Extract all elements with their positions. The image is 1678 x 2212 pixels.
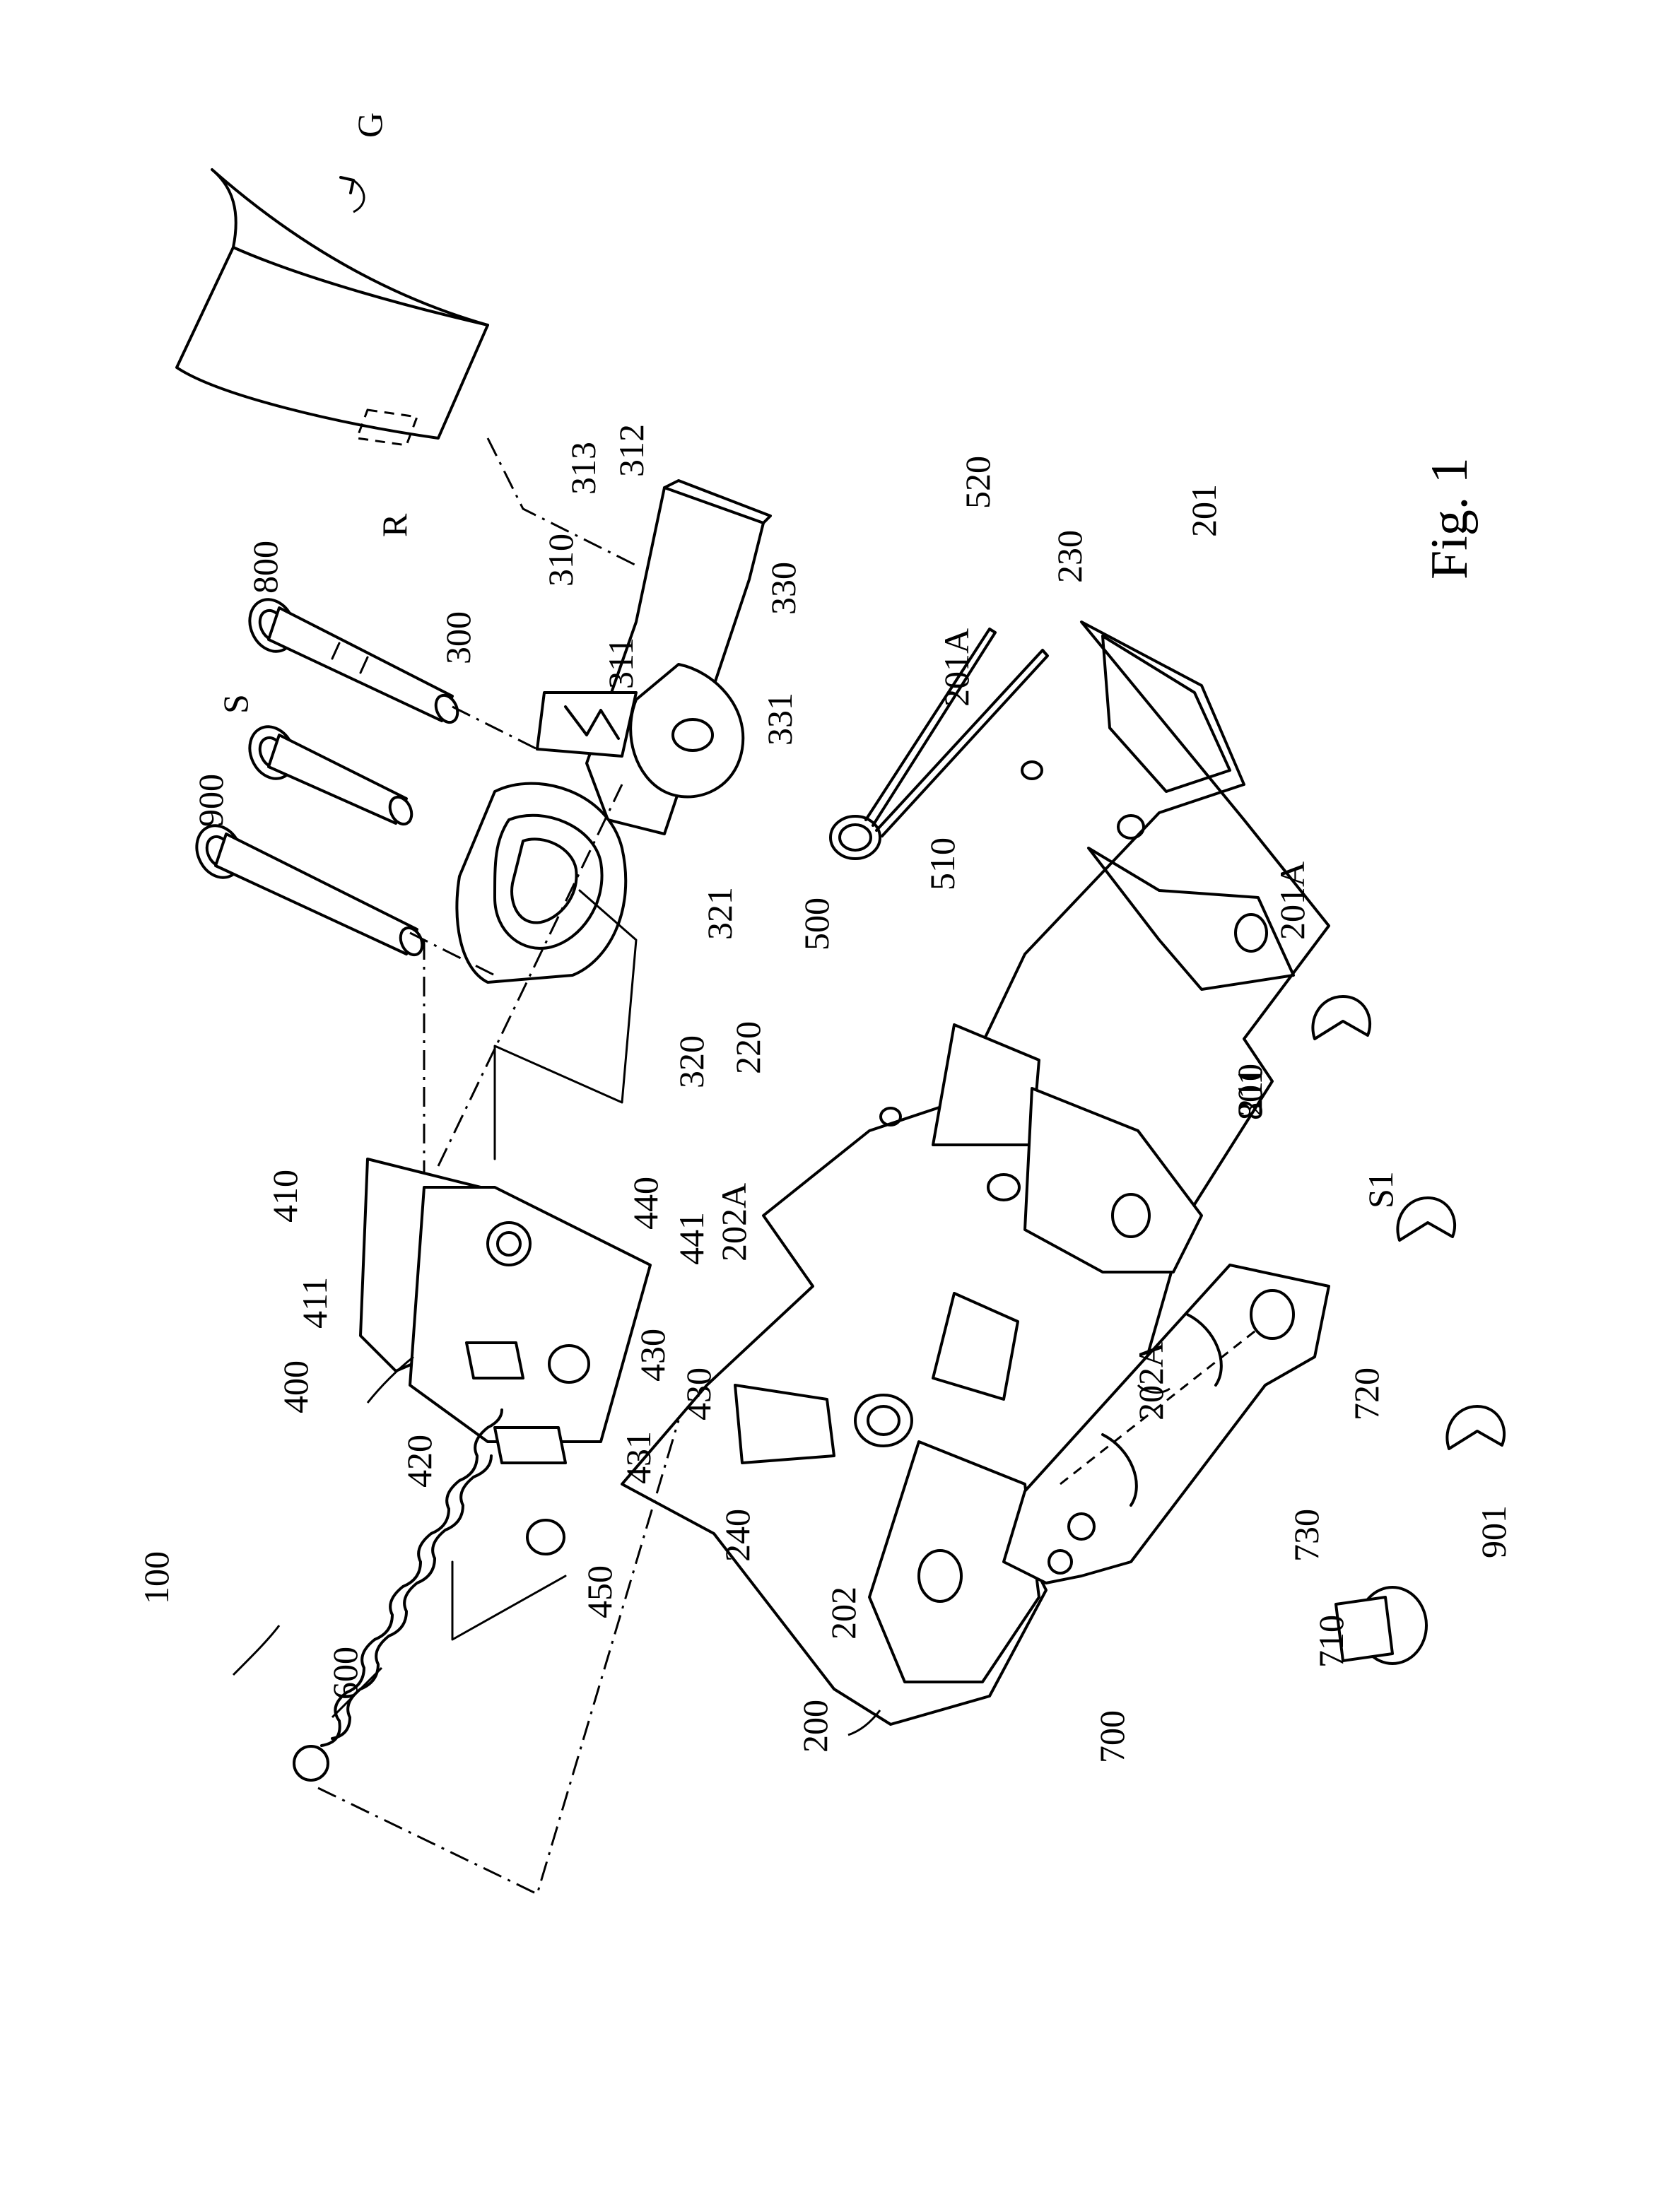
label-100: 100 — [136, 1551, 176, 1604]
label-410: 410 — [265, 1170, 305, 1223]
label-710: 710 — [1311, 1615, 1351, 1668]
label-r: R — [375, 513, 414, 537]
pin-900 — [189, 818, 426, 958]
label-s1: S1 — [1361, 1171, 1400, 1208]
label-230: 230 — [1050, 530, 1089, 583]
label-320: 320 — [671, 1035, 711, 1088]
clip-801 — [1313, 996, 1370, 1039]
label-240: 240 — [717, 1509, 757, 1562]
label-520: 520 — [958, 456, 997, 509]
label-901: 901 — [1474, 1505, 1513, 1558]
label-400: 400 — [276, 1360, 315, 1413]
label-220: 220 — [728, 1021, 768, 1074]
figure-caption: Fig. 1 — [1421, 457, 1479, 580]
clip-901 — [1447, 1406, 1504, 1449]
label-420: 420 — [399, 1435, 439, 1488]
label-312: 312 — [611, 424, 651, 477]
clip-s1 — [1397, 1198, 1455, 1240]
label-440: 440 — [626, 1177, 665, 1230]
label-313: 313 — [563, 442, 603, 495]
label-201A-b: 201A — [1272, 861, 1312, 940]
label-411: 411 — [295, 1277, 334, 1329]
label-330: 330 — [763, 562, 803, 615]
label-720: 720 — [1346, 1367, 1386, 1420]
label-300: 300 — [438, 611, 478, 664]
label-310: 310 — [541, 534, 580, 587]
label-900: 900 — [191, 774, 230, 827]
label-202A-b: 202A — [1131, 1342, 1171, 1420]
label-311: 311 — [601, 637, 640, 689]
label-450: 450 — [580, 1565, 619, 1618]
label-321: 321 — [700, 887, 739, 940]
label-510: 510 — [922, 837, 962, 890]
label-600: 600 — [325, 1647, 365, 1700]
bracket-400 — [360, 1159, 650, 1463]
label-201: 201 — [1184, 484, 1224, 537]
label-430-a: 430 — [633, 1329, 672, 1382]
label-730: 730 — [1286, 1509, 1326, 1562]
label-202: 202 — [823, 1587, 863, 1640]
pin-s — [242, 719, 416, 828]
label-g: G — [350, 112, 389, 138]
label-s: S — [216, 694, 255, 714]
label-331: 331 — [760, 693, 799, 746]
label-500: 500 — [797, 898, 836, 951]
label-700: 700 — [1092, 1710, 1132, 1763]
label-202A-a: 202A — [714, 1183, 753, 1261]
label-200: 200 — [795, 1700, 835, 1753]
pin-800 — [242, 592, 462, 726]
label-800: 800 — [245, 541, 285, 594]
label-201A-a: 201A — [937, 628, 976, 707]
label-431: 431 — [618, 1431, 658, 1484]
label-441: 441 — [671, 1212, 711, 1265]
housing-g — [177, 170, 488, 445]
label-430-b: 430 — [679, 1367, 718, 1420]
label-801: 801 — [1230, 1067, 1269, 1120]
